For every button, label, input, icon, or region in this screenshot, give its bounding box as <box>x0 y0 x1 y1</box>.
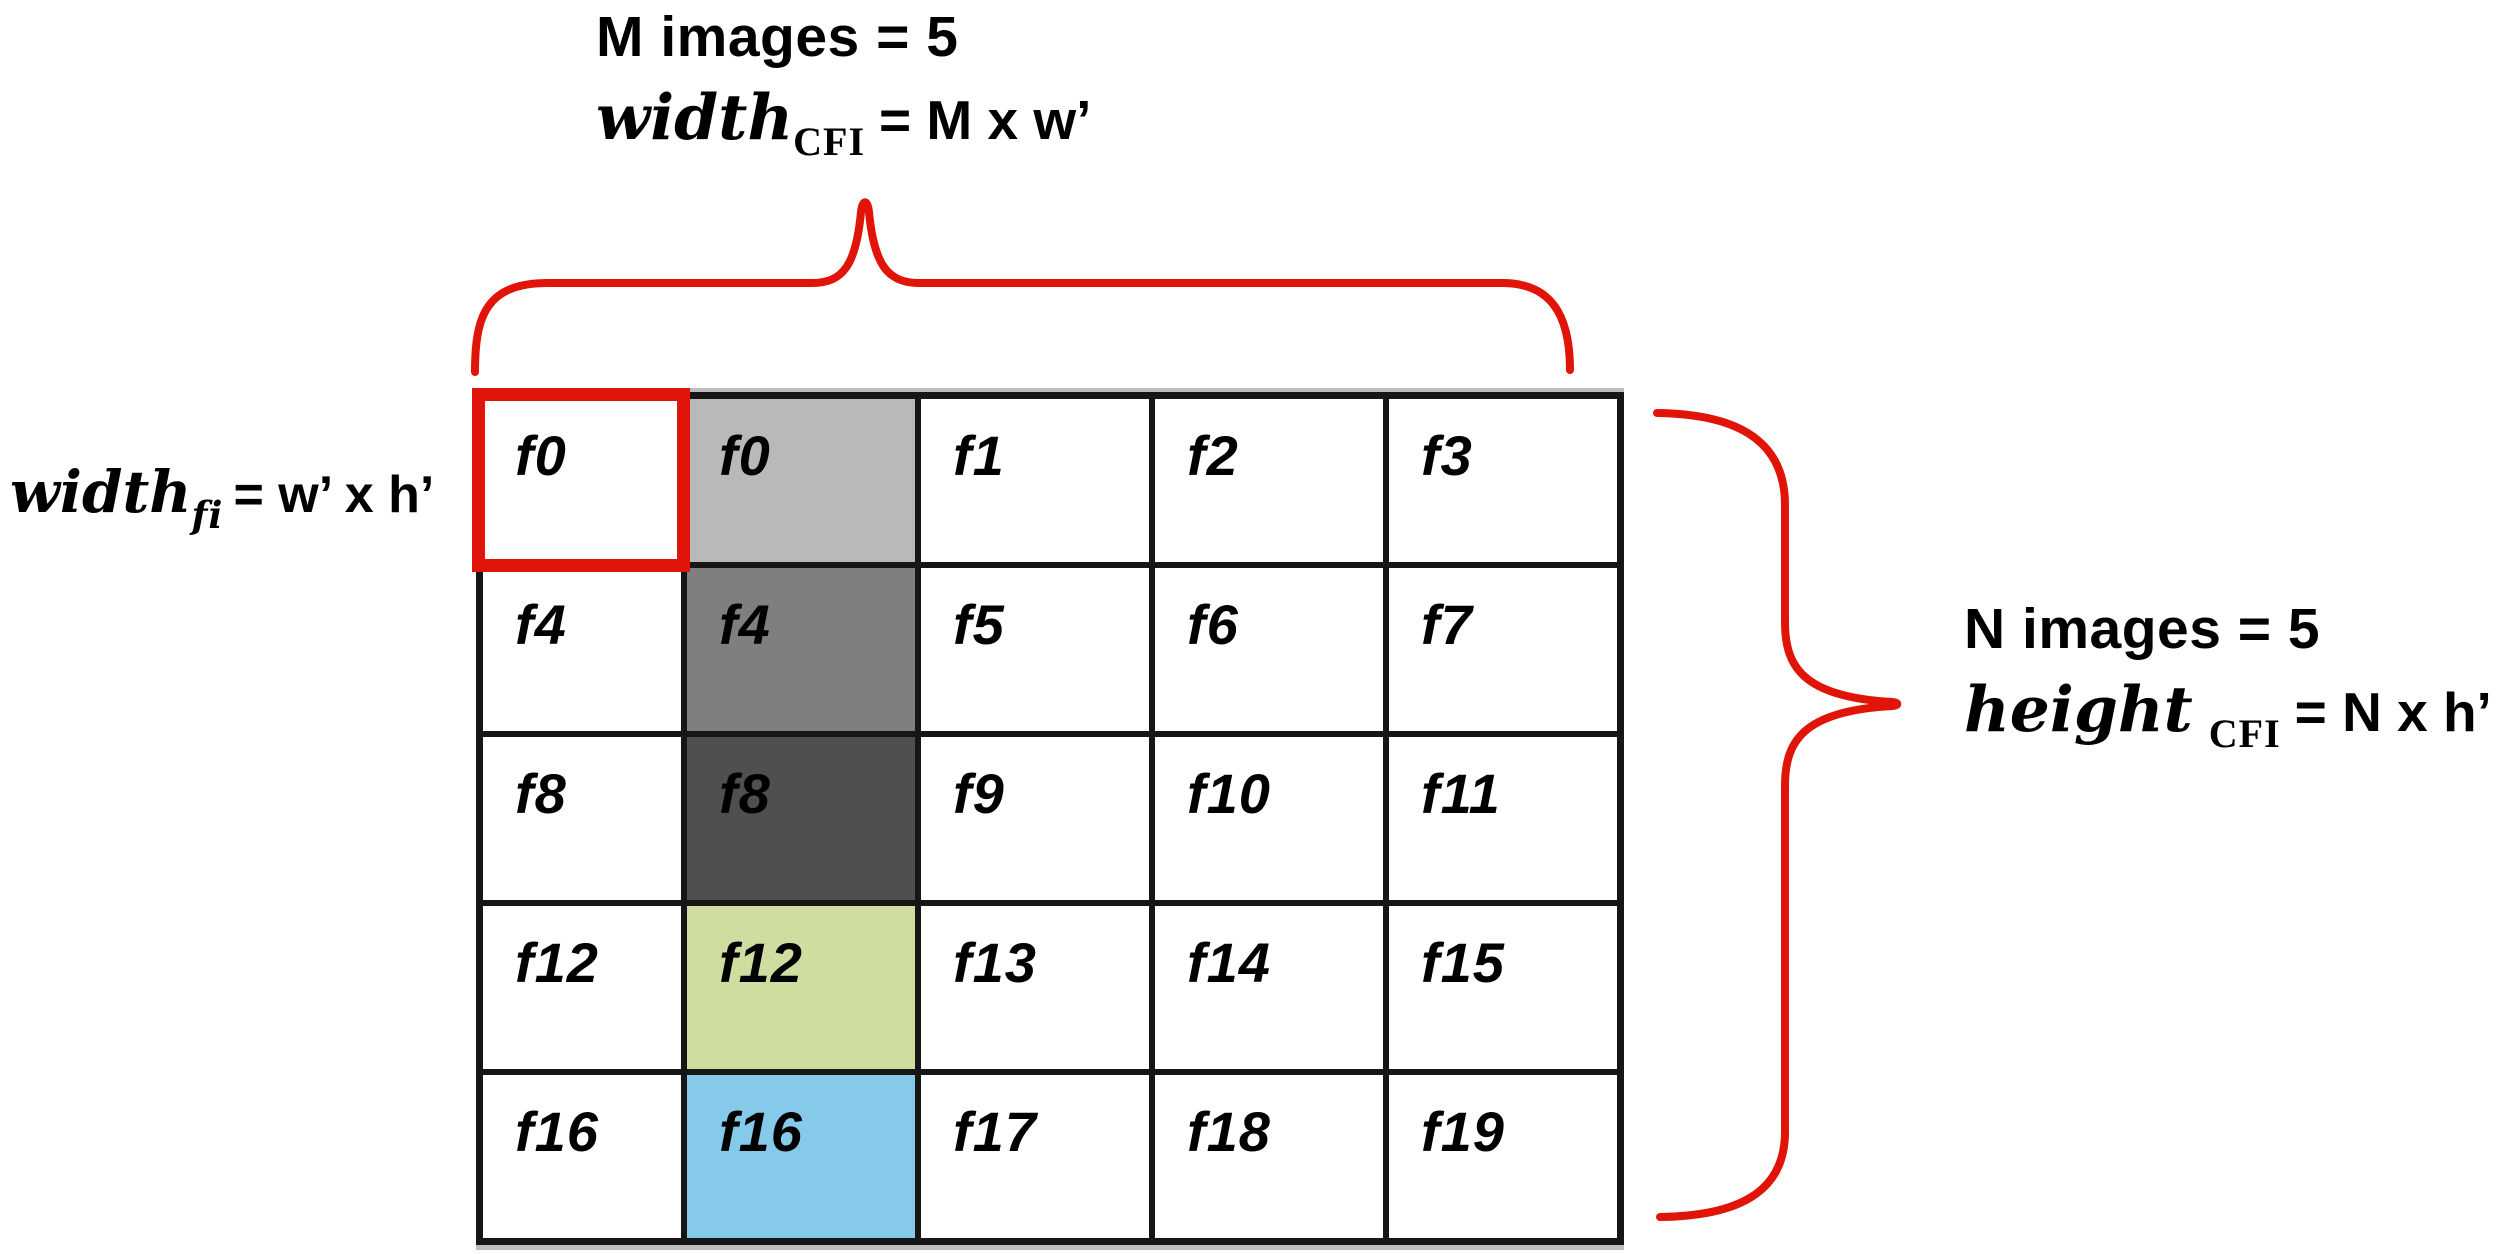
grid-cell-f11: f11 <box>1386 734 1620 903</box>
grid-cell-label: f10 <box>1187 762 1271 825</box>
grid-cell-f6: f6 <box>1152 565 1386 734</box>
frame-grid: f0 f0 f1 f2 f3 f4 f4 f5 f6 f7 f8 f8 f9 f10 f11 f12 f12 f1… <box>476 392 1624 1245</box>
grid-cell-label: f6 <box>1187 593 1239 656</box>
grid-cell-label: f8 <box>515 762 567 825</box>
grid-cell-f12: f12 <box>480 903 684 1072</box>
grid-cell-label: f16 <box>515 1100 599 1163</box>
grid-cell-label: f9 <box>953 762 1005 825</box>
right-brace <box>1653 409 1902 1221</box>
grid-cell-f16-shaded: f16 <box>684 1072 918 1241</box>
grid-cell-f10: f10 <box>1152 734 1386 903</box>
width-fi-formula-rhs: = w’ x h’ <box>233 466 435 524</box>
grid-cell-label: f4 <box>719 593 771 656</box>
height-variable: height <box>1964 672 2193 746</box>
grid-cell-label: f17 <box>953 1100 1037 1163</box>
grid-cell-f16: f16 <box>480 1072 684 1241</box>
grid-cell-f4-shaded: f4 <box>684 565 918 734</box>
top-annotation: M images = 5 widthCFI = M x w’ <box>596 4 1091 166</box>
grid-cell-label: f7 <box>1421 593 1473 656</box>
width-fi-variable: width <box>10 458 192 526</box>
grid-cell-f7: f7 <box>1386 565 1620 734</box>
grid-cell-f15: f15 <box>1386 903 1620 1072</box>
grid-cell-label: f15 <box>1421 931 1505 994</box>
grid-cell-label: f16 <box>719 1100 803 1163</box>
grid-cell-f8-shaded: f8 <box>684 734 918 903</box>
grid-cell-f9: f9 <box>918 734 1152 903</box>
width-variable: width <box>596 80 794 154</box>
width-formula-rhs: = M x w’ <box>879 89 1092 151</box>
grid-cell-label: f2 <box>1187 424 1239 487</box>
fi-subscript: fi <box>191 493 224 537</box>
grid-cell-f18: f18 <box>1152 1072 1386 1241</box>
left-annotation: widthfi= w’ x h’ <box>10 448 434 544</box>
grid-cell-label: f1 <box>953 424 1005 487</box>
grid-cell-label: f0 <box>515 424 567 487</box>
grid-cell-f19: f19 <box>1386 1072 1620 1241</box>
grid-cell-f4: f4 <box>480 565 684 734</box>
grid-cell-f2: f2 <box>1152 396 1386 565</box>
grid-cell-f14: f14 <box>1152 903 1386 1072</box>
grid-cell-label: f3 <box>1421 424 1473 487</box>
grid-cell-label: f5 <box>953 593 1005 656</box>
top-annotation-formula: widthCFI = M x w’ <box>596 80 1091 166</box>
left-annotation-formula: widthfi= w’ x h’ <box>10 458 434 544</box>
grid-cell-label: f8 <box>719 762 771 825</box>
right-annotation-line1: N images = 5 <box>1964 597 2321 661</box>
grid-cell-label: f18 <box>1187 1100 1271 1163</box>
grid-cell-f13: f13 <box>918 903 1152 1072</box>
grid-cell-f17: f17 <box>918 1072 1152 1241</box>
grid-cell-f3: f3 <box>1386 396 1620 565</box>
grid-cell-label: f4 <box>515 593 567 656</box>
grid-cell-label: f14 <box>1187 931 1271 994</box>
grid-cell-label: f11 <box>1421 762 1501 825</box>
grid-cell-f12-shaded: f12 <box>684 903 918 1072</box>
grid-cell-f5: f5 <box>918 565 1152 734</box>
top-brace <box>471 198 1574 376</box>
grid-cell-f1: f1 <box>918 396 1152 565</box>
grid-cell-f0: f0 <box>480 396 684 565</box>
grid-cell-label: f13 <box>953 931 1037 994</box>
grid-cell-f0-shaded: f0 <box>684 396 918 565</box>
highlighted-frame-outline <box>472 388 690 572</box>
grid-cell-label: f0 <box>719 424 771 487</box>
top-annotation-line1: M images = 5 <box>596 5 959 69</box>
grid-cell-label: f12 <box>515 931 599 994</box>
cfi-subscript: CFI <box>793 119 866 164</box>
height-formula-rhs: = N x h’ <box>2294 681 2492 743</box>
grid-cell-label: f19 <box>1421 1100 1505 1163</box>
grid-cell-label: f12 <box>719 931 803 994</box>
grid-cell-f8: f8 <box>480 734 684 903</box>
cfi-subscript-right: CFI <box>2208 711 2281 756</box>
